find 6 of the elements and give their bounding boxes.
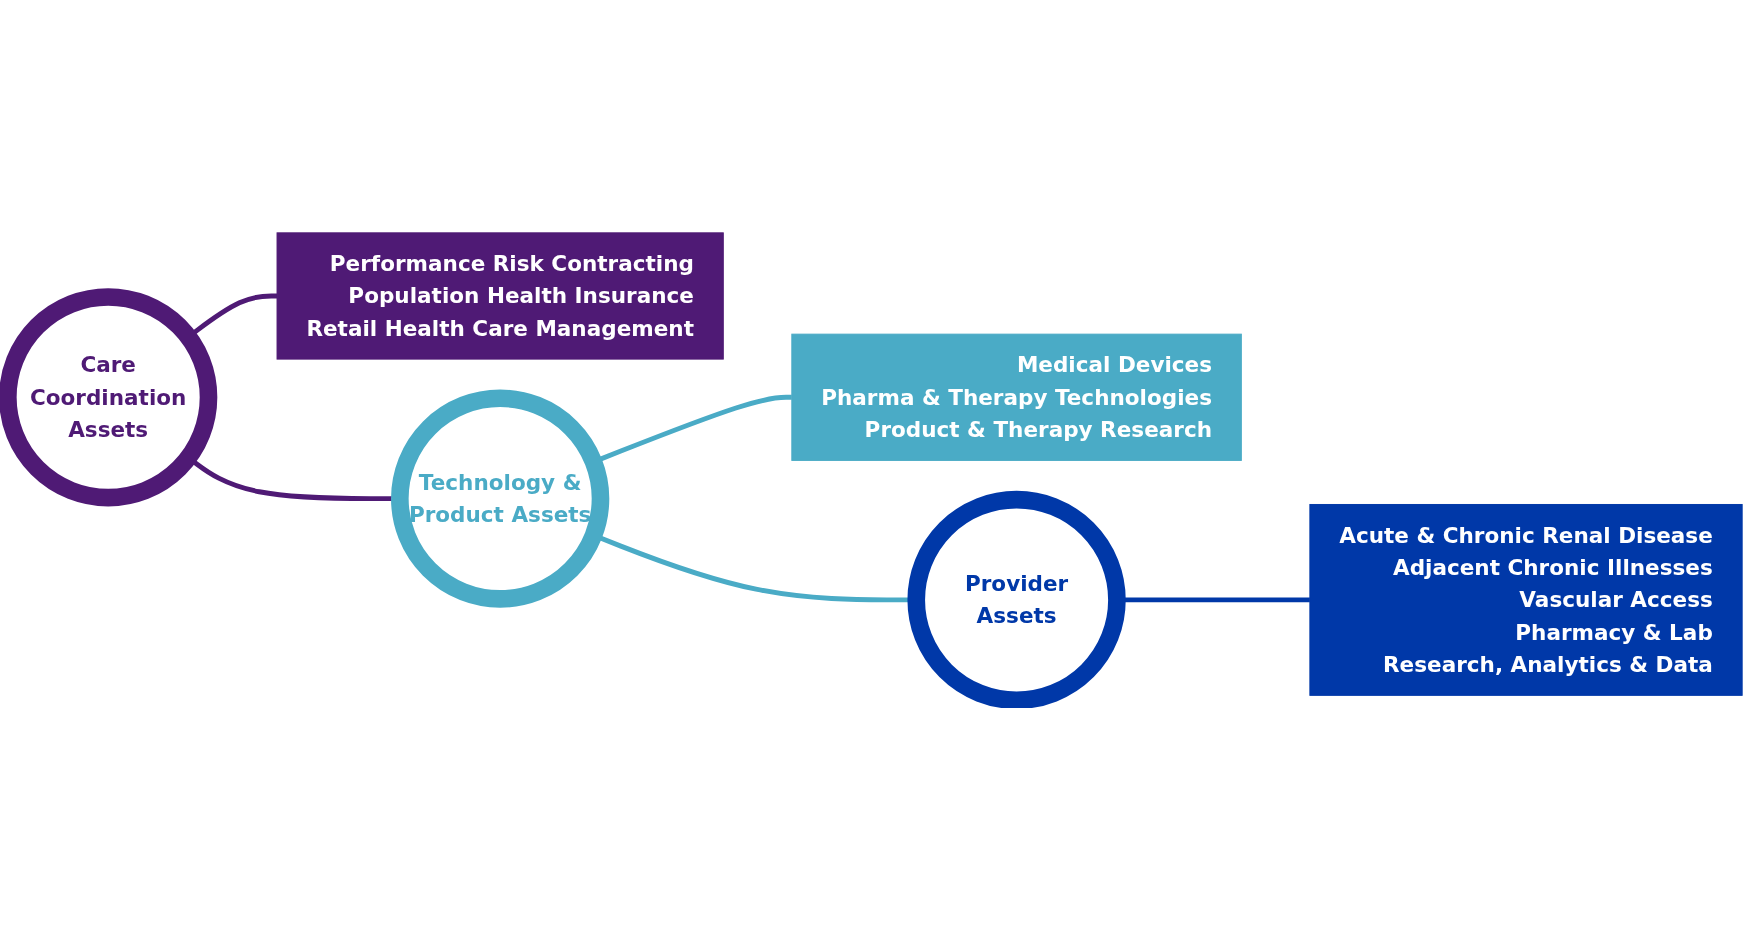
node-box: Performance Risk Contracting Population Health Insurance Retail Health Care Management [276,232,724,360]
node-box: Acute & Chronic Renal Disease Adjacent Chronic Illnesses Vascular Access Pharmacy & Lab Research, Analytics & Data [1309,503,1743,696]
node-circle: Provider Assets [907,490,1126,709]
node-box: Medical Devices Pharma & Therapy Technologies Product & Therapy Research [791,333,1242,461]
node-circle: Care Coordination Assets [0,288,218,507]
node-circle: Technology & Product Assets [391,389,610,608]
